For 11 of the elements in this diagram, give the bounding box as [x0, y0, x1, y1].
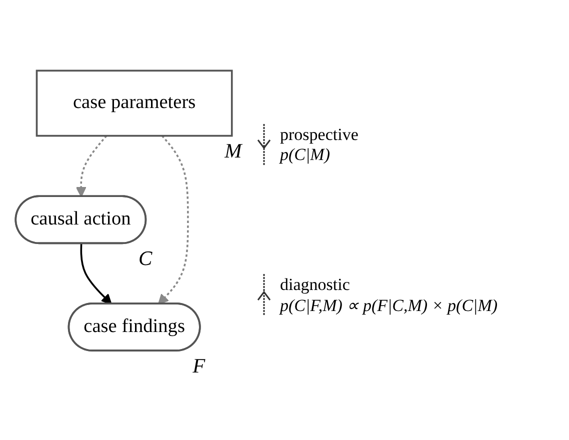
probability-formula: p(C|F,M) ∝ p(F|C,M) × p(C|M)	[280, 294, 498, 316]
arrow	[158, 134, 189, 304]
inference-label: diagnostic	[280, 274, 351, 294]
variable-label: F	[192, 355, 206, 377]
variable-label: M	[224, 140, 242, 162]
arrow	[76, 134, 108, 197]
variable-label: C	[138, 248, 152, 270]
inference-label: prospective	[280, 125, 358, 145]
node-box: case parameters	[36, 70, 233, 136]
probability-formula: p(C|M)	[280, 145, 331, 165]
arrow	[80, 244, 112, 304]
